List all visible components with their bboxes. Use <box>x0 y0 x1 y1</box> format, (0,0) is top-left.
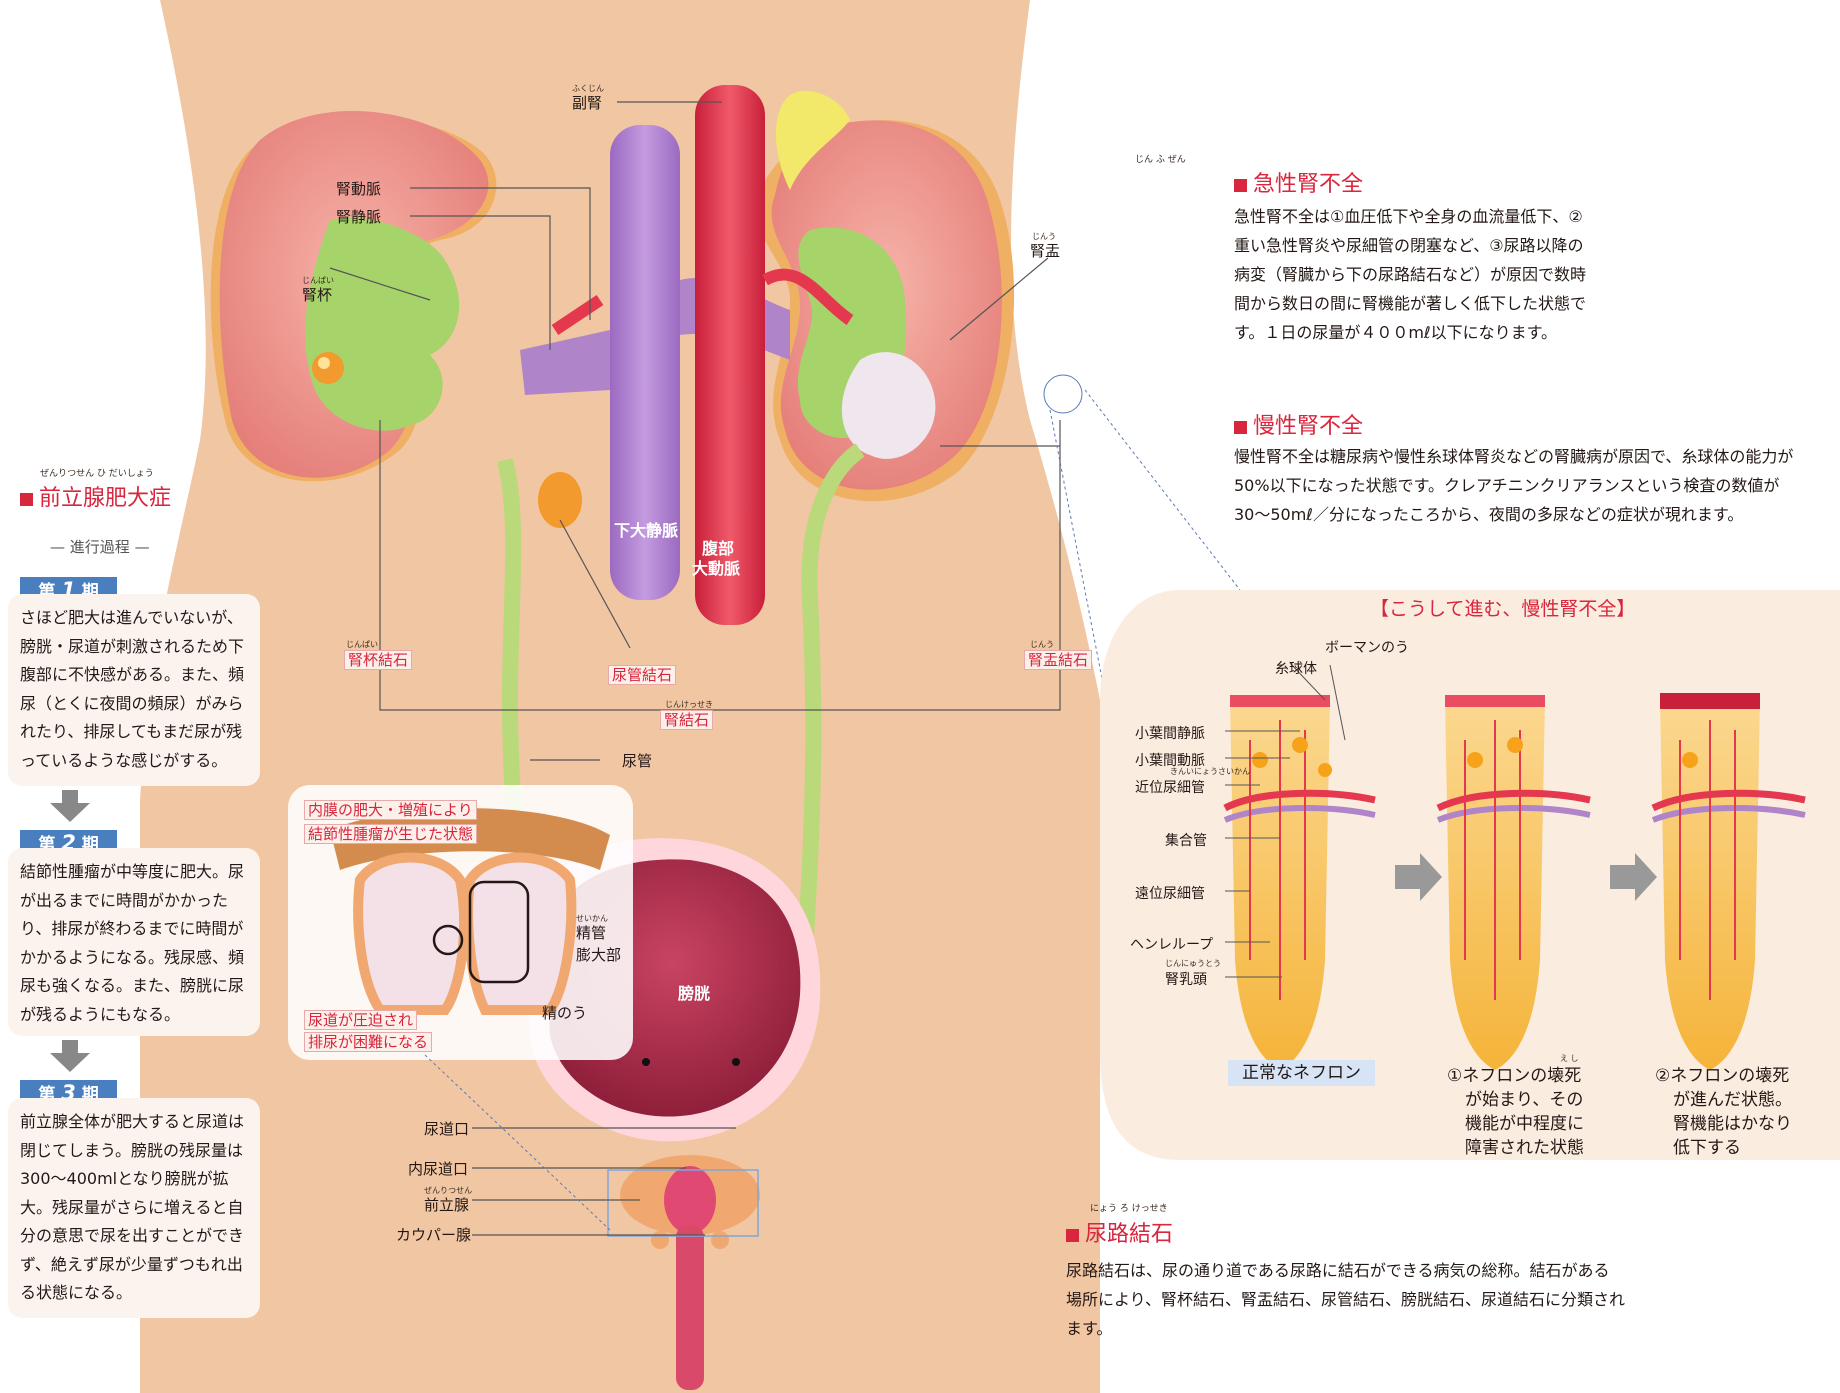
right-kidney <box>755 120 1015 502</box>
caption1-ruby: え し <box>1560 1054 1579 1063</box>
pelvis-ruby: じんう <box>1032 232 1056 241</box>
label-renal-artery: 腎動脈 <box>336 180 382 198</box>
aorta <box>695 85 765 625</box>
inset-bottom-1: 尿道が圧迫され <box>304 1010 418 1030</box>
inset-seminal: 精のう <box>542 1004 588 1022</box>
label-proximal-tubule: 近位尿細管 <box>1135 780 1205 796</box>
caption-stage2: ②ネフロンの壊死 が進んだ状態。 腎機能はかなり 低下する <box>1655 1066 1792 1158</box>
label-adrenal: 副腎 <box>572 94 603 112</box>
progress-arrow-2 <box>1610 853 1657 901</box>
caption-stage1: ①ネフロンの壊死 が始まり、その 機能が中程度に 障害された状態 <box>1447 1066 1584 1158</box>
label-glomerulus: 糸球体 <box>1275 661 1317 677</box>
inset-seikan-1: 精管 <box>576 924 607 942</box>
caption-normal: 正常なネフロン <box>1228 1060 1375 1086</box>
stage-arrow-1 <box>50 790 90 822</box>
left-kidney <box>210 111 497 482</box>
dotted-connectors <box>424 374 1241 1231</box>
ruby-kinni: きんいにょうさいかん <box>1170 767 1250 776</box>
chronic-text: 慢性腎不全は糖尿病や慢性糸球体腎炎などの腎臓病が原因で、糸球体の能力が50%以下… <box>1234 447 1794 524</box>
acute-text: 急性腎不全は①血圧低下や全身の血流量低下、②重い急性腎炎や尿細管の閉塞など、③尿… <box>1234 207 1587 342</box>
label-ureter: 尿管 <box>622 752 653 770</box>
chronic-title: 慢性腎不全 <box>1234 408 1363 440</box>
inset-title-1: 内膜の肥大・増殖により <box>304 800 477 820</box>
calyx-ruby: じんぱい <box>302 276 334 285</box>
ureter-stone <box>538 472 582 528</box>
label-ureter-stone: 尿管結石 <box>608 665 677 685</box>
bph-title-ruby: ぜんりつせん ひ だいしょう <box>40 469 154 479</box>
stones-ruby: にょう ろ けっせき <box>1090 1204 1168 1214</box>
stage3-text: 前立腺全体が肥大すると尿道は閉じてしまう。膀胱の残尿量は300〜400mlとなり… <box>8 1098 260 1318</box>
acute-title: 急性腎不全 <box>1234 166 1363 198</box>
ivc <box>610 125 680 600</box>
label-aorta-2: 大動脈 <box>692 559 741 578</box>
label-distal-tubule: 遠位尿細管 <box>1135 886 1205 902</box>
prostate-urethra <box>607 1155 760 1390</box>
label-bladder: 膀胱 <box>678 984 711 1003</box>
stage2-text: 結節性腫瘤が中等度に肥大。尿が出るまでに時間がかかったり、排尿が終わるまでに時間… <box>8 848 260 1036</box>
label-ivc: 下大静脈 <box>614 521 679 540</box>
label-cowper: カウパー腺 <box>396 1226 472 1244</box>
inset-bottom-2: 排尿が困難になる <box>304 1032 433 1052</box>
label-collecting-duct: 集合管 <box>1165 833 1207 849</box>
ruby-jinnyuto: じんにゅうとう <box>1165 959 1221 968</box>
label-calyx: 腎杯 <box>302 286 333 304</box>
label-renal-vein: 腎静脈 <box>336 208 382 226</box>
inset-ruby-seikan: せいかん <box>576 914 608 923</box>
adrenal-ruby: ふくじん <box>572 84 604 93</box>
label-prostate: 前立腺 <box>424 1196 470 1214</box>
label-internal-orifice: 内尿道口 <box>408 1160 469 1178</box>
label-ureteral-orifice: 尿道口 <box>424 1120 470 1138</box>
inset-title-2: 結節性腫瘤が生じた状態 <box>304 824 478 844</box>
label-pelvis-stone: 腎盂結石 <box>1024 650 1093 670</box>
label-interlobular-vein: 小葉間静脈 <box>1135 726 1205 742</box>
label-interlobular-artery: 小葉間動脈 <box>1135 753 1205 769</box>
progress-arrow-1 <box>1395 853 1442 901</box>
leader-lines <box>329 101 1061 1236</box>
stones-text: 尿路結石は、尿の通り道である尿路に結石ができる病気の総称。結石がある 場所により… <box>1066 1261 1626 1338</box>
kidney-stone-ruby: じんけっせき <box>665 700 713 709</box>
bph-title: 前立腺肥大症 <box>20 480 171 512</box>
label-henle-loop: ヘンレループ <box>1130 937 1214 953</box>
label-calyx-stone: 腎杯結石 <box>344 650 413 670</box>
inset-seikan-2: 膨大部 <box>576 946 622 964</box>
calyx-stone-ruby: じんぱい <box>346 640 378 649</box>
stones-title: 尿路結石 <box>1066 1216 1173 1248</box>
label-papilla: 腎乳頭 <box>1165 972 1207 988</box>
label-renal-pelvis: 腎盂 <box>1030 242 1061 260</box>
label-aorta-1: 腹部 <box>702 539 735 558</box>
nephron-stage1 <box>1436 695 1591 1070</box>
adrenal-gland <box>775 90 850 190</box>
right-ureter <box>797 443 865 951</box>
stage1-text: さほど肥大は進んでいないが、膀胱・尿道が刺激されるため下腹部に不快感がある。また… <box>8 594 260 786</box>
nephron-heading: 【こうして進む、慢性腎不全】 <box>1370 598 1636 620</box>
bph-progress: — 進行過程 — <box>50 538 150 556</box>
label-kidney-stone: 腎結石 <box>660 710 714 730</box>
prostate-ruby: ぜんりつせん <box>424 1186 473 1195</box>
acute-ruby: じん ふ ぜん <box>1135 155 1186 165</box>
nephron-stage2 <box>1651 693 1806 1070</box>
label-bowman: ボーマンのう <box>1325 640 1409 656</box>
pelvis-stone-ruby: じんう <box>1030 640 1054 649</box>
stage-arrow-2 <box>50 1040 90 1072</box>
